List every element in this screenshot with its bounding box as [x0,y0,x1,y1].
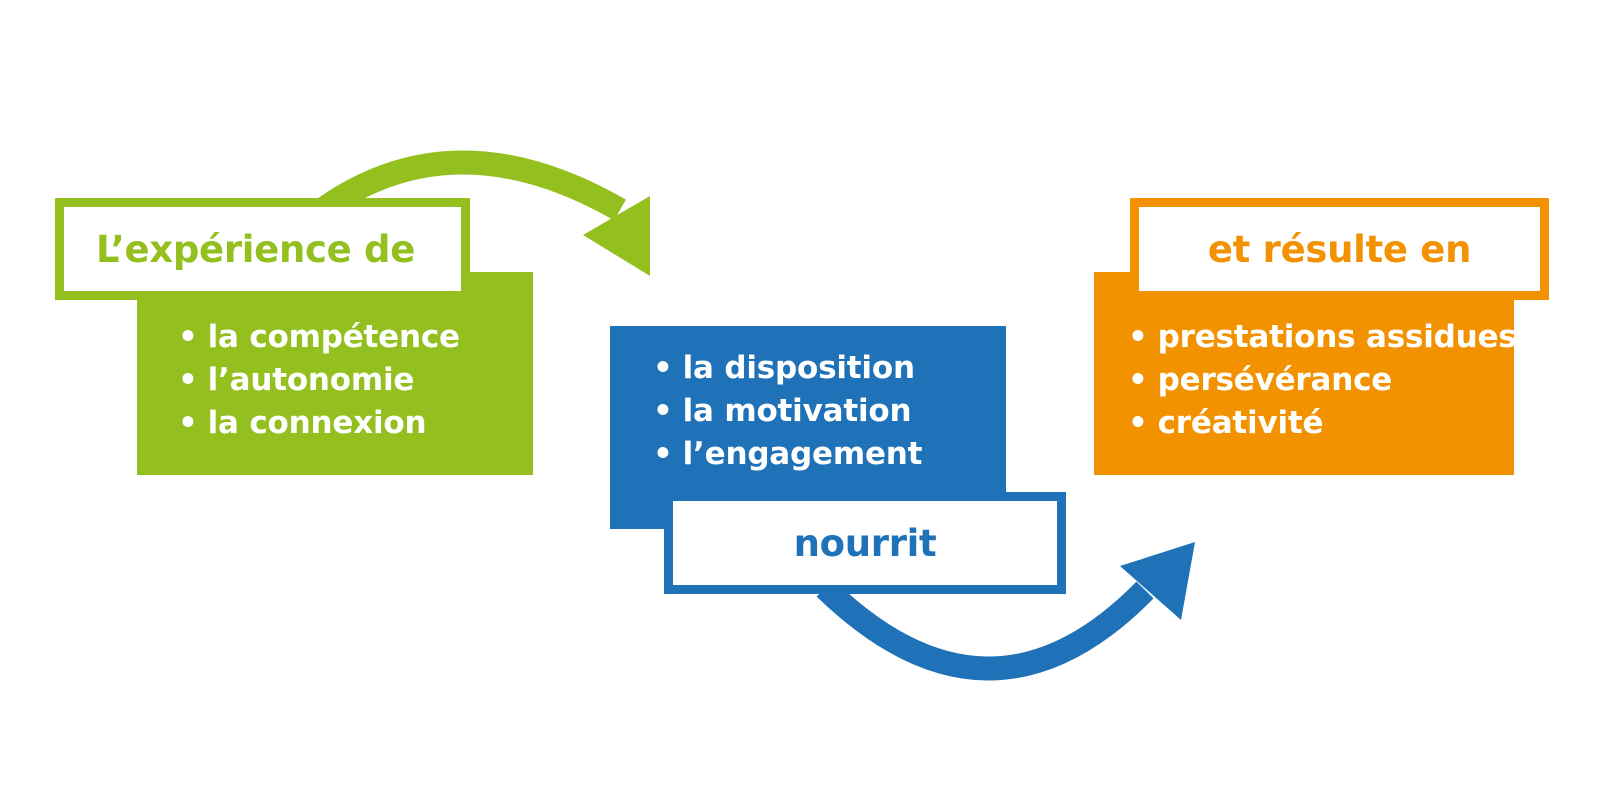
list-item: la disposition [653,347,922,390]
arrow-green-shaft [315,150,626,221]
step-3-list: prestations assidues persévérance créati… [1128,316,1517,445]
arrow-green-head [583,196,650,276]
list-item: prestations assidues [1128,316,1517,359]
step-2-label: nourrit [664,492,1066,594]
arrow-blue-to-orange [816,542,1195,681]
list-item: créativité [1128,402,1517,445]
arrow-blue-shaft [816,579,1154,681]
list-item: persévérance [1128,359,1517,402]
list-item: la connexion [178,402,460,445]
step-1-list: la compétence l’autonomie la connexion [178,316,460,445]
step-3-label: et résulte en [1130,198,1549,300]
list-item: l’autonomie [178,359,460,402]
arrow-green-to-blue [315,150,650,276]
list-item: la compétence [178,316,460,359]
step-2-list: la disposition la motivation l’engagemen… [653,347,923,476]
step-1-label: L’expérience de [55,198,470,300]
list-item: l’engagement [653,433,923,476]
list-item: la motivation [653,390,922,433]
arrow-blue-head [1120,542,1195,620]
